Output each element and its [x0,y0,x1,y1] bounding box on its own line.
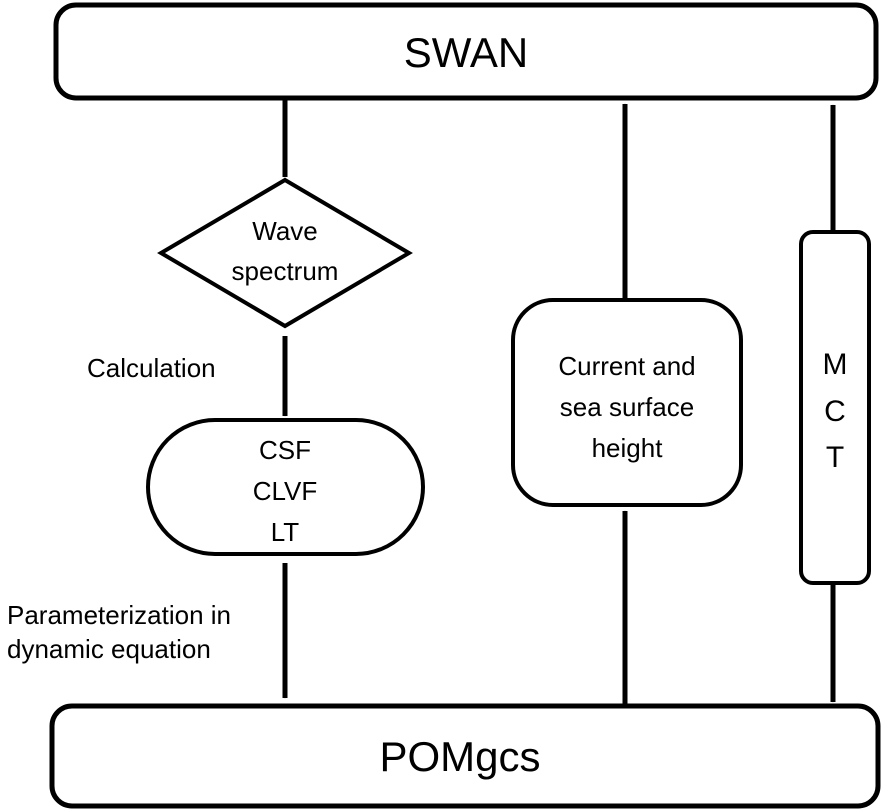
wave-spectrum-line-2: spectrum [232,256,339,286]
swan-label: SWAN [404,29,528,76]
current-height-line-1: Current and [558,351,695,381]
calculation-label: Calculation [87,353,216,383]
mct-letter-t: T [826,441,844,474]
current-height-box: Current and sea surface height [511,298,743,507]
pomgcs-box: POMgcs [49,703,881,809]
current-height-line-2: sea surface [560,392,694,422]
forces-csf: CSF [259,435,311,465]
forces-clvf: CLVF [253,476,318,506]
mct-letter-c: C [824,395,846,428]
current-height-line-3: height [592,433,664,463]
mct-box: M C T [799,230,871,585]
wave-spectrum-line-1: Wave [252,216,318,246]
pomgcs-label: POMgcs [379,733,540,780]
swan-box: SWAN [53,2,879,101]
forces-box: CSF CLVF LT [146,418,425,556]
parameterization-label-line-1: Parameterization in [7,600,231,630]
forces-lt: LT [271,517,300,547]
wave-spectrum-diamond: Wave spectrum [157,177,413,329]
parameterization-label-line-2: dynamic equation [7,634,211,664]
mct-letter-m: M [823,348,848,381]
